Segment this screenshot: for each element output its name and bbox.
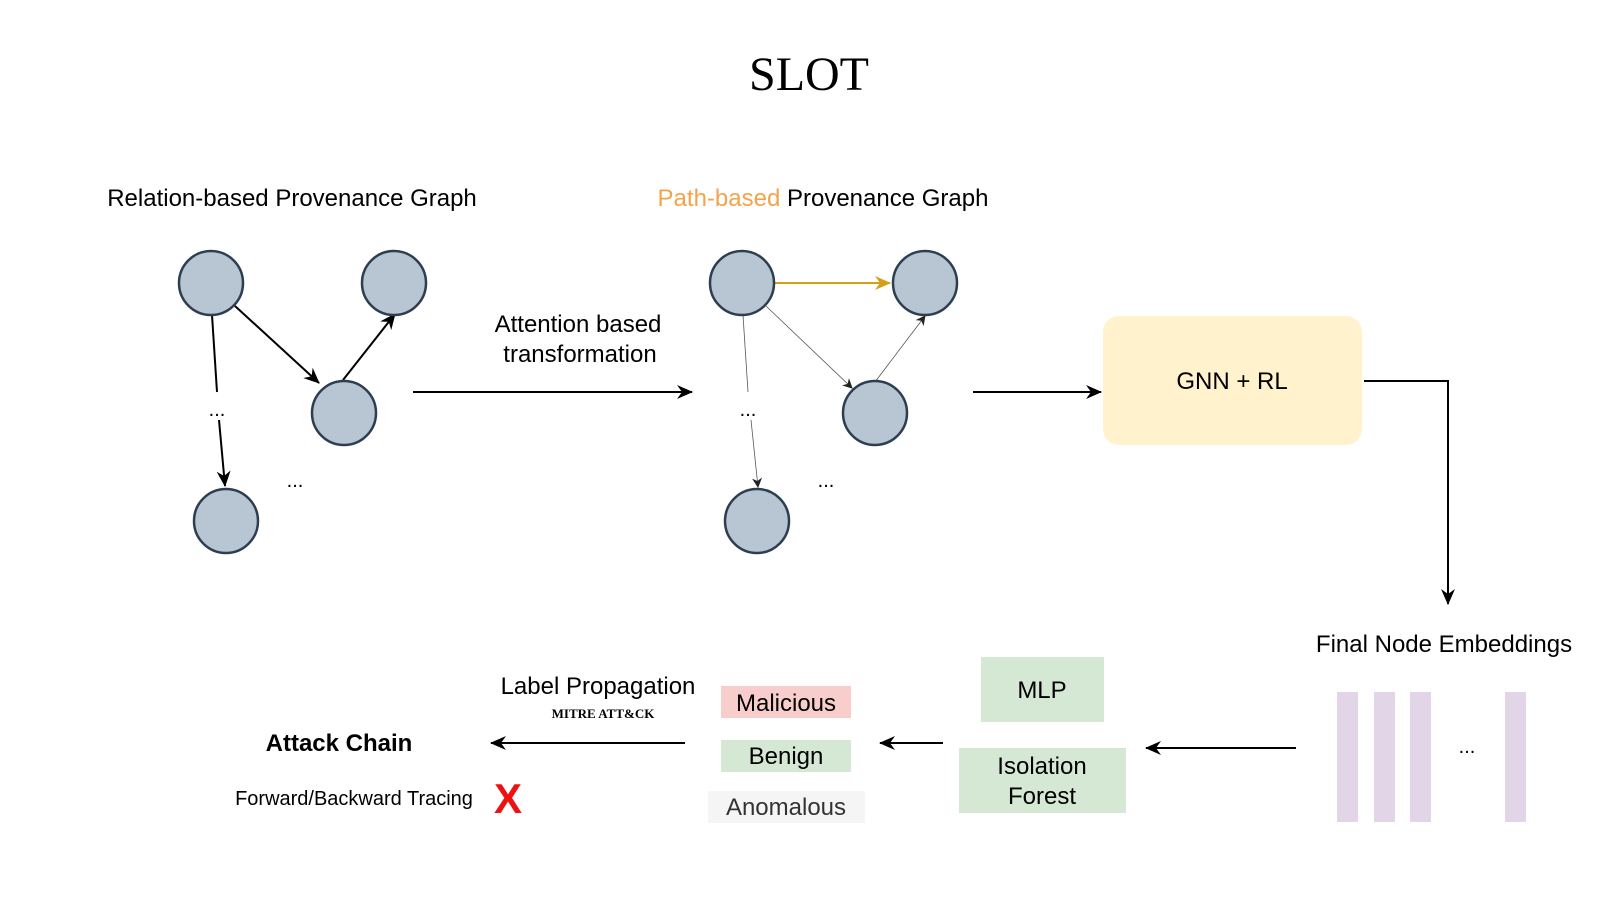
label-propagation: Label Propagation MITRE ATT&CK [490, 673, 696, 750]
graph-node [708, 249, 776, 317]
diagram-title: SLOT [749, 48, 869, 101]
path-edge [750, 419, 763, 488]
transform-label-line2: transformation [503, 341, 656, 368]
node-labels: Malicious Benign Anomalous [708, 686, 865, 823]
path-ellipsis: ... [818, 470, 835, 492]
cross-icon: X [494, 775, 522, 822]
to-embeddings-arrow [1364, 380, 1455, 605]
node-embeddings: Final Node Embeddings ... [1316, 631, 1572, 822]
mlp-box [981, 657, 1104, 722]
graph-node [192, 487, 260, 555]
malicious-label: Malicious [736, 690, 836, 717]
isolation-forest-label-line1: Isolation [997, 753, 1086, 780]
malicious-badge [721, 686, 851, 718]
transform-label-line1: Attention based [495, 311, 662, 338]
relation-edge [234, 305, 320, 384]
gnn-rl-label: GNN + RL [1176, 368, 1287, 395]
embedding-bar [1374, 692, 1395, 822]
graph-node [310, 379, 378, 447]
anomalous-label: Anomalous [726, 794, 846, 821]
isolation-forest-label-line2: Forest [1008, 783, 1076, 810]
relation-ellipsis: ... [287, 470, 304, 492]
attention-transformation: Attention based transformation [413, 311, 693, 399]
path-graph-label: Path-based Provenance Graph [658, 185, 989, 212]
isolation-forest-box [959, 748, 1126, 813]
path-edge [874, 315, 926, 383]
relation-ellipsis: ... [209, 399, 226, 421]
graph-node [723, 487, 791, 555]
relation-edge [342, 313, 396, 381]
path-graph: Path-based Provenance Graph ... ... [658, 185, 989, 555]
label-propagation-label: Label Propagation [501, 673, 696, 700]
relation-graph: Relation-based Provenance Graph ... ... [107, 185, 477, 555]
embedding-bar [1410, 692, 1431, 822]
graph-node [360, 249, 428, 317]
mitre-attack-label: MITRE ATT&CK [552, 706, 656, 721]
graph-node [841, 379, 909, 447]
embeddings-ellipsis: ... [1459, 736, 1476, 758]
embeddings-label: Final Node Embeddings [1316, 631, 1572, 658]
detectors: MLP Isolation Forest [959, 657, 1126, 813]
graph-node [177, 249, 245, 317]
path-ellipsis: ... [740, 399, 757, 421]
path-edge [742, 314, 749, 393]
benign-badge [721, 740, 851, 772]
graph-node [891, 249, 959, 317]
path-graph-label-highlight: Path-based [658, 185, 781, 212]
gnn-rl-rect [1103, 316, 1362, 445]
gnn-rl-box: GNN + RL [1103, 316, 1362, 445]
path-edge [765, 305, 853, 389]
relation-graph-label: Relation-based Provenance Graph [107, 185, 477, 212]
attack-chain: Attack Chain Forward/Backward Tracing X [235, 730, 522, 822]
tracing-label: Forward/Backward Tracing [235, 788, 473, 810]
relation-edge [211, 314, 218, 393]
relation-edge [216, 419, 231, 487]
benign-label: Benign [749, 743, 824, 770]
embedding-bar [1505, 692, 1526, 822]
attack-chain-label: Attack Chain [266, 730, 413, 757]
mlp-label: MLP [1017, 677, 1066, 704]
anomalous-badge [708, 791, 865, 823]
path-graph-label-rest: Provenance Graph [780, 185, 988, 212]
embedding-bar [1337, 692, 1358, 822]
